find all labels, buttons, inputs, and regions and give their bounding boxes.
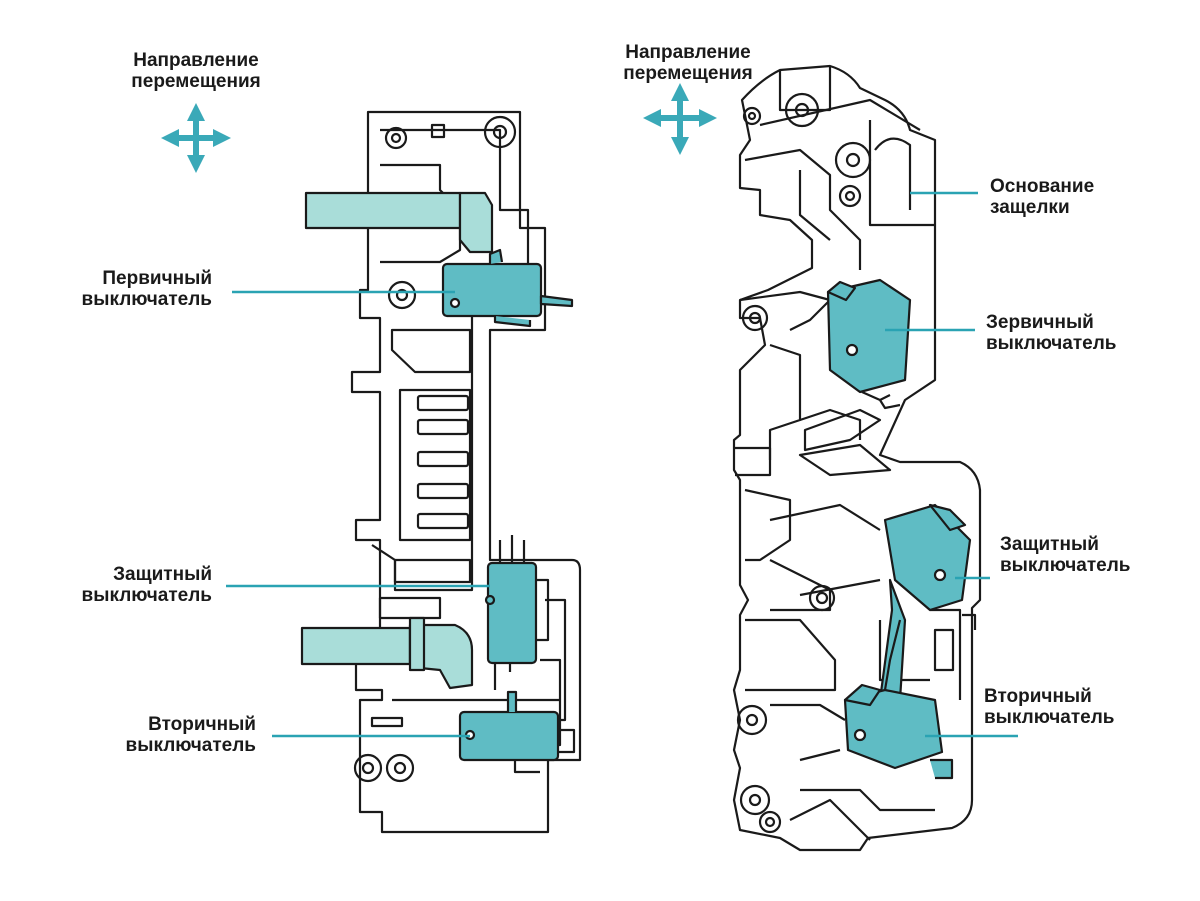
left-latch-plate [350, 110, 582, 834]
left-monitor-switch-label: Защитный выключатель [81, 564, 212, 606]
right-secondary-switch-label: Вторичный выключатель [984, 686, 1115, 728]
right-direction-label: Направление перемещения [623, 42, 753, 84]
right-primary-switch [826, 278, 912, 394]
right-monitor-switch [883, 503, 972, 612]
left-primary-switch-label: Первичный выключатель [81, 268, 212, 310]
left-sliders [300, 191, 494, 690]
left-direction-label: Направление перемещения [131, 50, 261, 92]
left-switches [441, 248, 576, 774]
right-direction-icon [643, 83, 717, 155]
left-lower-slider [300, 626, 412, 666]
right-latch-assembly [732, 64, 982, 852]
left-upper-slider [304, 191, 462, 230]
left-monitor-switch [486, 561, 538, 665]
left-secondary-switch-label: Вторичный выключатель [125, 714, 256, 756]
left-primary-switch [441, 262, 543, 318]
left-direction-icon [161, 103, 231, 173]
right-primary-switch-label: Зервичный выключатель [986, 312, 1117, 354]
right-monitor-switch-label: Защитный выключатель [1000, 534, 1131, 576]
left-leader-lines [226, 290, 490, 738]
left-latch-assembly [350, 110, 582, 834]
right-latch-base-label: Основание защелки [990, 176, 1095, 218]
right-leader-lines [885, 191, 1018, 738]
right-switches [826, 278, 977, 780]
right-latch-housing [732, 64, 982, 852]
